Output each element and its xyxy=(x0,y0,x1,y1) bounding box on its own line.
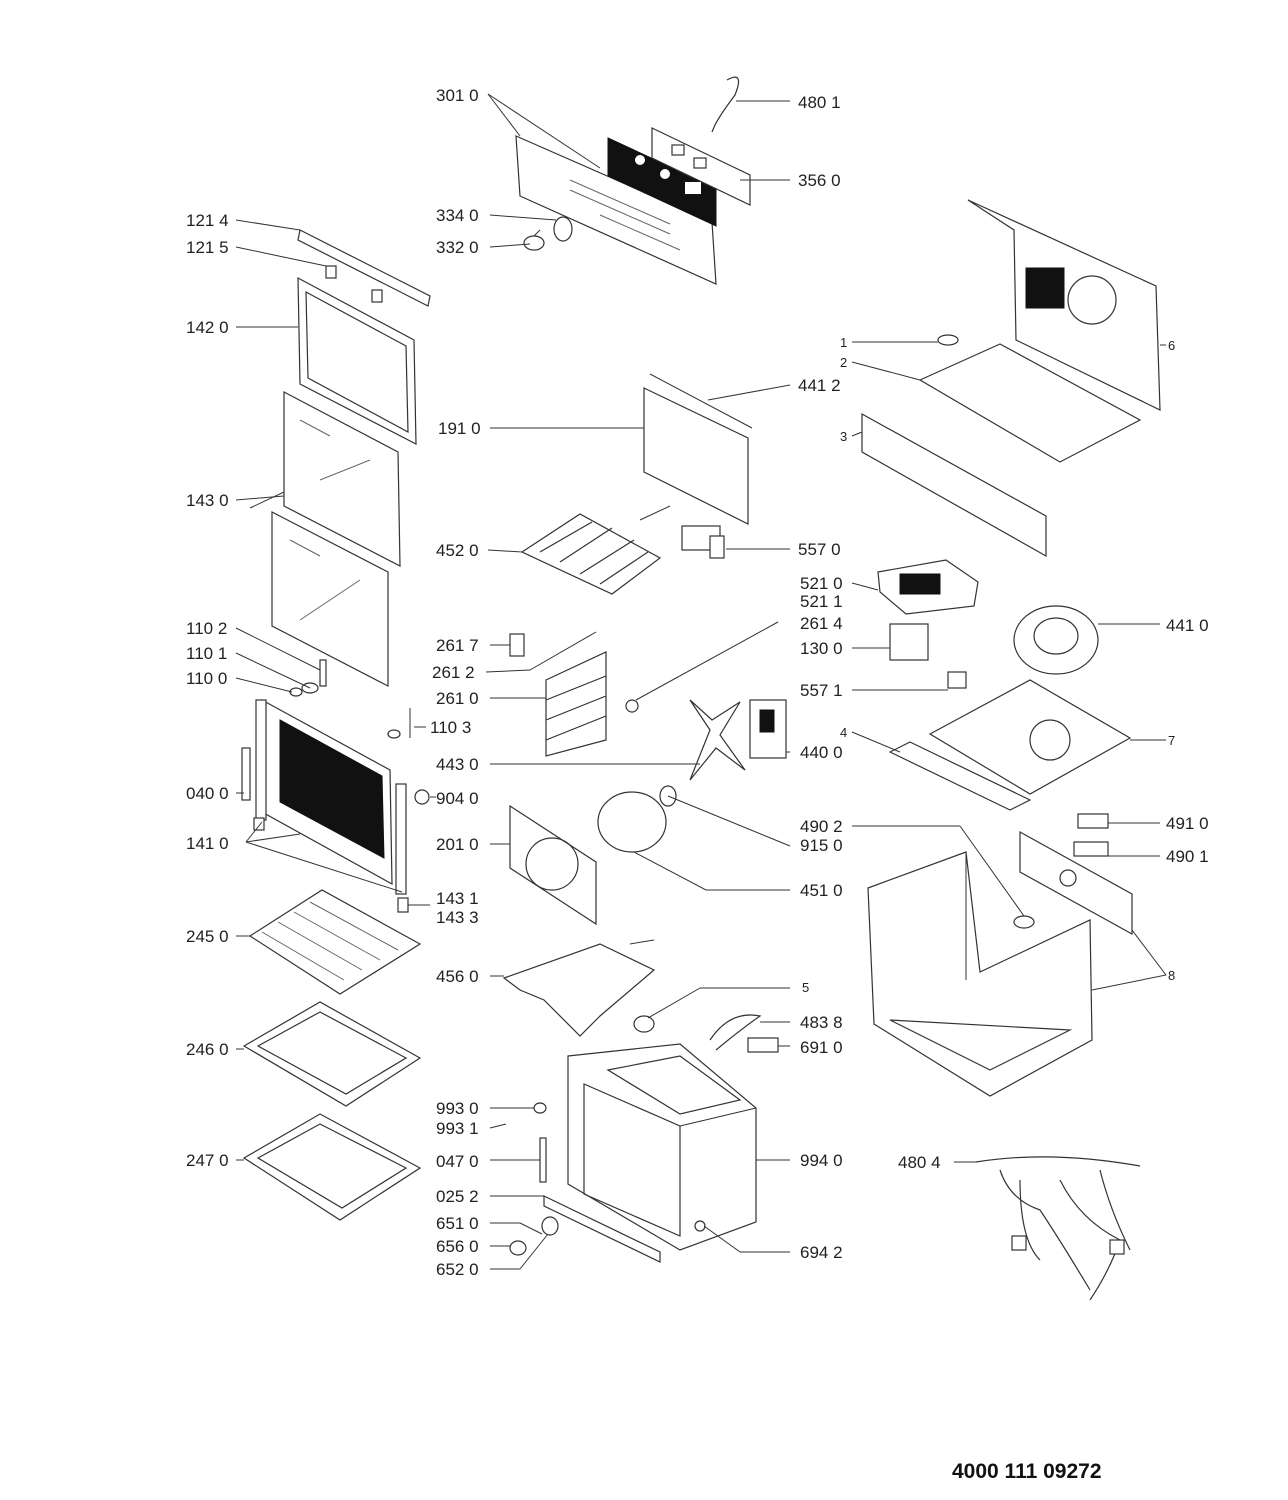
label-334-0: 334 0 xyxy=(436,206,479,225)
label-1: 1 xyxy=(840,335,847,350)
label-5: 5 xyxy=(802,980,809,995)
label-452-0: 452 0 xyxy=(436,541,479,560)
label-451-0: 451 0 xyxy=(800,881,843,900)
document-number: 4000 111 09272 xyxy=(952,1460,1102,1483)
label-110-1: 110 1 xyxy=(186,644,227,663)
label-356-0: 356 0 xyxy=(798,171,841,190)
label-143-0: 143 0 xyxy=(186,491,229,510)
label-7: 7 xyxy=(1168,733,1175,748)
label-8: 8 xyxy=(1168,968,1175,983)
part-fan-blade xyxy=(659,699,746,807)
label-480-4: 480 4 xyxy=(898,1153,941,1172)
label-245-0: 245 0 xyxy=(186,927,229,946)
label-261-2: 261 2 xyxy=(432,663,475,682)
label-904-0: 904 0 xyxy=(436,789,479,808)
part-glass-panes xyxy=(271,391,401,687)
leader-lines xyxy=(235,93,1167,1270)
label-121-4: 121 4 xyxy=(186,211,229,230)
part-grill-element xyxy=(520,505,671,595)
part-top-frame xyxy=(888,679,1132,811)
part-baking-tray xyxy=(242,1001,422,1107)
label-652-0: 652 0 xyxy=(436,1260,479,1279)
label-121-5: 121 5 xyxy=(186,238,229,257)
part-power-cable xyxy=(633,1014,779,1053)
label-443-0: 443 0 xyxy=(436,755,479,774)
label-491-0: 491 0 xyxy=(1166,814,1209,833)
part-top-cover xyxy=(967,199,1161,411)
label-483-8: 483 8 xyxy=(800,1013,843,1032)
label-110-3: 110 3 xyxy=(430,718,471,737)
label-521-1: 521 1 xyxy=(800,592,843,611)
label-047-0: 047 0 xyxy=(436,1152,479,1171)
label-490-2: 490 2 xyxy=(800,817,843,836)
label-490-1: 490 1 xyxy=(1166,847,1209,866)
part-ring-element xyxy=(597,791,667,853)
part-wire-rack xyxy=(248,889,422,995)
label-110-2: 110 2 xyxy=(186,619,227,638)
part-cooling-duct xyxy=(861,334,1142,558)
part-thermostat xyxy=(681,525,725,559)
label-261-7: 261 7 xyxy=(436,636,479,655)
label-201-0: 201 0 xyxy=(436,835,479,854)
part-cooling-fan xyxy=(889,605,1099,689)
part-side-runners xyxy=(509,631,639,757)
label-110-0: 110 0 xyxy=(186,669,227,688)
label-441-2: 441 2 xyxy=(798,376,841,395)
part-control-board xyxy=(877,559,979,615)
label-694-2: 694 2 xyxy=(800,1243,843,1262)
part-labels: 301 0 480 1 356 0 121 4 121 5 334 0 332 … xyxy=(186,86,1209,1279)
part-outer-door xyxy=(241,698,430,913)
label-6: 6 xyxy=(1168,338,1175,353)
label-993-0: 993 0 xyxy=(436,1099,479,1118)
label-040-0: 040 0 xyxy=(186,784,229,803)
label-656-0: 656 0 xyxy=(436,1237,479,1256)
label-025-2: 025 2 xyxy=(436,1187,479,1206)
label-915-0: 915 0 xyxy=(800,836,843,855)
label-142-0: 142 0 xyxy=(186,318,229,337)
label-2: 2 xyxy=(840,355,847,370)
label-246-0: 246 0 xyxy=(186,1040,229,1059)
part-deep-tray xyxy=(242,1113,422,1221)
label-557-0: 557 0 xyxy=(798,540,841,559)
label-651-0: 651 0 xyxy=(436,1214,479,1233)
part-clips xyxy=(1019,813,1133,936)
part-fan-motor xyxy=(749,699,787,759)
part-knob xyxy=(523,216,573,251)
label-301-0: 301 0 xyxy=(436,86,479,105)
label-480-1: 480 1 xyxy=(798,93,841,112)
part-bottom-element xyxy=(502,939,656,1037)
label-143-3: 143 3 xyxy=(436,908,479,927)
part-back-panel xyxy=(509,804,597,926)
label-993-1: 993 1 xyxy=(436,1119,479,1138)
label-332-0: 332 0 xyxy=(436,238,479,257)
part-outer-casing xyxy=(867,851,1093,1097)
part-door-gasket xyxy=(643,373,753,525)
label-4: 4 xyxy=(840,725,847,740)
part-wiring-harness xyxy=(975,1156,1141,1301)
label-440-0: 440 0 xyxy=(800,743,843,762)
label-143-1: 143 1 xyxy=(436,889,479,908)
label-261-4: 261 4 xyxy=(800,614,843,633)
part-door-top-bracket xyxy=(297,229,431,307)
label-456-0: 456 0 xyxy=(436,967,479,986)
label-521-0: 521 0 xyxy=(800,574,843,593)
label-130-0: 130 0 xyxy=(800,639,843,658)
label-261-0: 261 0 xyxy=(436,689,479,708)
label-557-1: 557 1 xyxy=(800,681,843,700)
label-994-0: 994 0 xyxy=(800,1151,843,1170)
part-cable-480-1 xyxy=(711,76,740,133)
label-247-0: 247 0 xyxy=(186,1151,229,1170)
label-3: 3 xyxy=(840,429,847,444)
part-oven-cavity xyxy=(509,1043,757,1263)
part-door-glass-frame xyxy=(297,276,417,445)
label-141-0: 141 0 xyxy=(186,834,229,853)
label-691-0: 691 0 xyxy=(800,1038,843,1057)
label-191-0: 191 0 xyxy=(438,419,481,438)
label-441-0: 441 0 xyxy=(1166,616,1209,635)
part-display-frame xyxy=(607,127,751,227)
